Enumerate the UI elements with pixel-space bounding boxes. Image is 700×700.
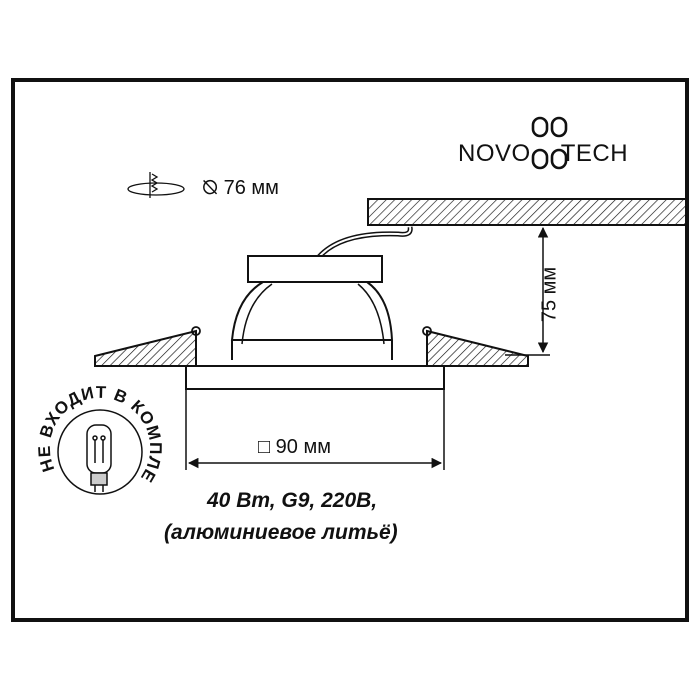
brand-name-part1: NOVO: [458, 140, 531, 167]
square-symbol: □: [258, 436, 271, 458]
not-included-badge: НЕ ВХОДИТ В КОМПЛЕКТ: [0, 0, 164, 495]
width-label: □ 90 мм: [258, 436, 331, 459]
lamp-top-cap: [247, 255, 383, 283]
spec-line-1: 40 Вт, G9, 220В,: [207, 489, 378, 512]
diameter-symbol: ⦰: [202, 177, 219, 199]
lamp-dome: [230, 281, 394, 341]
cutout-diameter-value: 76 мм: [223, 177, 279, 199]
height-label: 75 мм: [538, 266, 561, 323]
glass-block: [185, 365, 445, 390]
cable: [316, 226, 413, 260]
g9-bulb-icon: [86, 424, 112, 492]
ceiling-slab: [367, 198, 688, 226]
spec-line-2: (алюминиевое литьё): [164, 521, 398, 544]
brand-logo-icon: [531, 116, 568, 170]
flange-left: [94, 329, 197, 367]
cutout-diameter-label: ⦰ 76 мм: [202, 177, 279, 200]
width-value: 90 мм: [275, 436, 331, 458]
flange-right: [426, 329, 529, 367]
brand-logo-text: NOVO TECH: [458, 140, 628, 168]
brand-name-part2: TECH: [560, 140, 629, 167]
outer-frame: [11, 78, 689, 622]
cutout-icon: [127, 172, 185, 198]
